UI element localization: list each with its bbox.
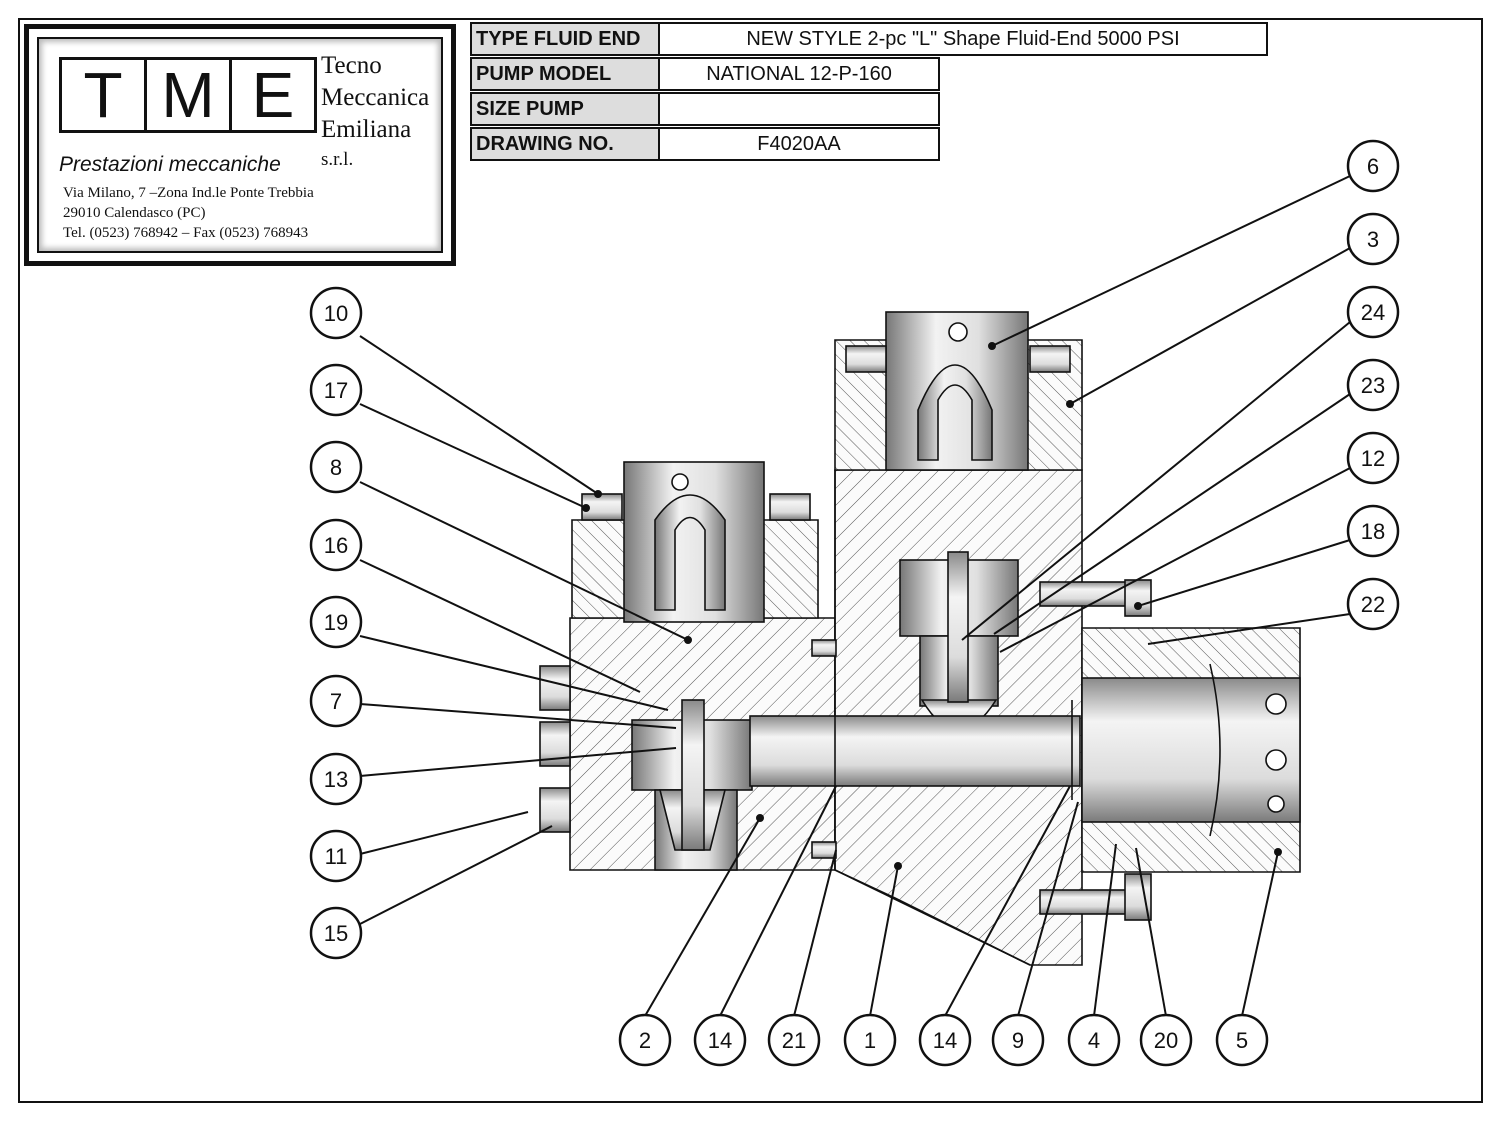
info-row-drawing-no: DRAWING NO. F4020AA — [470, 127, 940, 161]
callout-10: 10 — [309, 286, 363, 340]
logo-letter-e: E — [251, 59, 295, 131]
svg-text:14: 14 — [933, 1028, 957, 1053]
callout-23: 23 — [1346, 358, 1400, 412]
callout-17: 17 — [309, 363, 363, 417]
company-name-line-2: Meccanica — [321, 84, 430, 111]
callout-8: 8 — [309, 440, 363, 494]
callout-2: 2 — [618, 1013, 672, 1067]
callout-14: 14 — [693, 1013, 747, 1067]
svg-text:23: 23 — [1361, 373, 1385, 398]
callout-22: 22 — [1346, 577, 1400, 631]
logo-letter-t: T — [62, 60, 147, 130]
svg-text:8: 8 — [330, 455, 342, 480]
info-label: DRAWING NO. — [470, 127, 660, 161]
callout-5: 5 — [1215, 1013, 1269, 1067]
svg-text:22: 22 — [1361, 592, 1385, 617]
callout-24: 24 — [1346, 285, 1400, 339]
callout-6: 6 — [1346, 139, 1400, 193]
svg-text:5: 5 — [1236, 1028, 1248, 1053]
svg-text:16: 16 — [324, 533, 348, 558]
callout-3: 3 — [1346, 212, 1400, 266]
address-line-1: Via Milano, 7 –Zona Ind.le Ponte Trebbia — [63, 185, 314, 201]
svg-text:12: 12 — [1361, 446, 1385, 471]
callout-12: 12 — [1346, 431, 1400, 485]
svg-text:20: 20 — [1154, 1028, 1178, 1053]
company-name-line-1: Tecno — [321, 52, 382, 79]
callout-9: 9 — [991, 1013, 1045, 1067]
company-name-line-4: s.r.l. — [321, 149, 354, 170]
callout-4: 4 — [1067, 1013, 1121, 1067]
svg-text:19: 19 — [324, 610, 348, 635]
info-label: TYPE FLUID END — [470, 22, 660, 56]
logo-letter-m: M — [147, 60, 232, 130]
address-line-2: 29010 Calendasco (PC) — [63, 205, 206, 221]
address-line-3: Tel. (0523) 768942 – Fax (0523) 768943 — [63, 225, 309, 241]
company-title-block: T M E Tecno Meccanica Emiliana s.r.l. Pr… — [24, 24, 456, 266]
svg-text:18: 18 — [1361, 519, 1385, 544]
svg-text:4: 4 — [1088, 1028, 1100, 1053]
callout-19: 19 — [309, 595, 363, 649]
callouts-right: 6 3 24 23 12 18 22 — [1346, 139, 1400, 631]
svg-text:2: 2 — [639, 1028, 651, 1053]
callout-21: 21 — [767, 1013, 821, 1067]
callout-1: 1 — [843, 1013, 897, 1067]
company-slogan: Prestazioni meccaniche — [59, 153, 281, 176]
svg-text:1: 1 — [864, 1028, 876, 1053]
callout-13: 13 — [309, 752, 363, 806]
svg-text:21: 21 — [782, 1028, 806, 1053]
svg-text:9: 9 — [1012, 1028, 1024, 1053]
svg-text:6: 6 — [1367, 154, 1379, 179]
callout-11: 11 — [309, 829, 363, 883]
title-block-inner-frame: T M E Tecno Meccanica Emiliana s.r.l. Pr… — [37, 37, 443, 253]
callout-7: 7 — [309, 674, 363, 728]
svg-text:13: 13 — [324, 767, 348, 792]
callouts-left: 10 17 8 16 19 7 13 11 15 — [309, 286, 363, 960]
svg-text:24: 24 — [1361, 300, 1385, 325]
info-row-type-fluid-end: TYPE FLUID END NEW STYLE 2-pc "L" Shape … — [470, 22, 1268, 56]
info-value: NATIONAL 12-P-160 — [660, 57, 940, 91]
callout-16: 16 — [309, 518, 363, 572]
info-row-size-pump: SIZE PUMP — [470, 92, 940, 126]
info-value: NEW STYLE 2-pc "L" Shape Fluid-End 5000 … — [660, 22, 1268, 56]
callout-15: 15 — [309, 906, 363, 960]
svg-text:10: 10 — [324, 301, 348, 326]
info-value — [660, 92, 940, 126]
info-label: PUMP MODEL — [470, 57, 660, 91]
svg-text:3: 3 — [1367, 227, 1379, 252]
callout-14b: 14 — [918, 1013, 972, 1067]
svg-text:15: 15 — [324, 921, 348, 946]
info-label: SIZE PUMP — [470, 92, 660, 126]
drawing-sheet-border — [18, 18, 1483, 1103]
callout-18: 18 — [1346, 504, 1400, 558]
svg-text:17: 17 — [324, 378, 348, 403]
company-name-line-3: Emiliana — [321, 116, 412, 143]
svg-text:11: 11 — [325, 844, 348, 869]
info-row-pump-model: PUMP MODEL NATIONAL 12-P-160 — [470, 57, 940, 91]
svg-text:14: 14 — [708, 1028, 732, 1053]
svg-text:7: 7 — [330, 689, 342, 714]
callout-20: 20 — [1139, 1013, 1193, 1067]
callouts-bottom: 2 14 21 1 14 9 4 20 5 — [618, 1013, 1269, 1067]
info-value: F4020AA — [660, 127, 940, 161]
tme-logo: T M E — [59, 57, 317, 133]
